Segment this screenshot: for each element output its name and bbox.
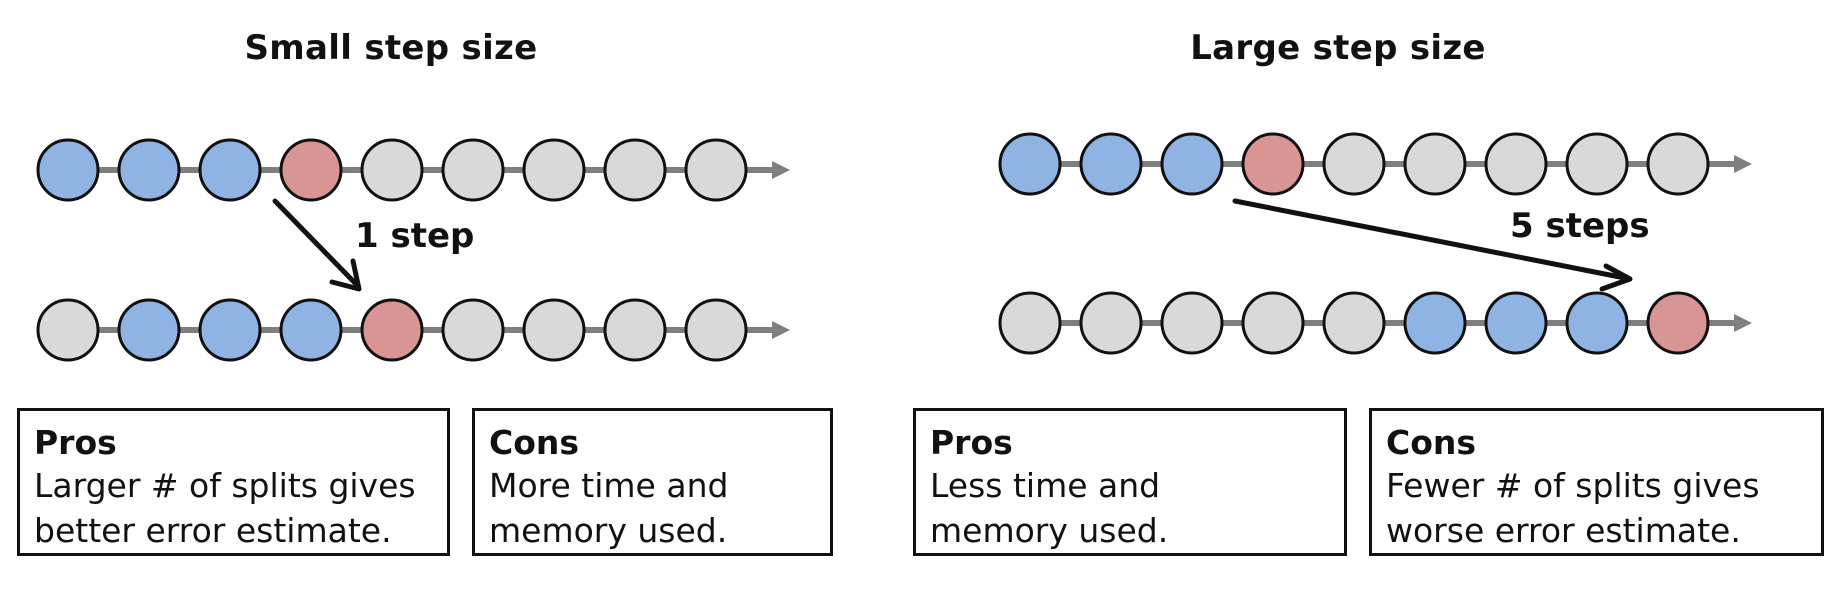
right-top-fold-6-grey (1403, 132, 1467, 196)
left-pros-title: Pros (34, 423, 117, 462)
right-bottom-fold-3-grey (1160, 291, 1224, 355)
left-pros-line-1: Larger # of splits gives (34, 466, 416, 505)
right-top-fold-row (998, 132, 1710, 196)
left-top-fold-row (36, 138, 748, 202)
left-bottom-fold-6-grey (441, 298, 505, 362)
right-cons-line-1: Fewer # of splits gives (1386, 466, 1760, 505)
right-pros-line-1: Less time and (930, 466, 1161, 505)
left-pros-line-2: better error estimate. (34, 511, 392, 550)
left-step-arrow (272, 198, 362, 292)
right-cons-title: Cons (1386, 423, 1477, 462)
right-bottom-fold-8-blue (1565, 291, 1629, 355)
right-bottom-fold-1-grey (998, 291, 1062, 355)
left-bottom-fold-8-grey (603, 298, 667, 362)
right-bottom-fold-4-grey (1241, 291, 1305, 355)
left-step-label: 1 step (355, 216, 475, 256)
right-pros-line-2: memory used. (930, 511, 1169, 550)
right-bottom-fold-5-grey (1322, 291, 1386, 355)
right-top-fold-1-blue (998, 132, 1062, 196)
right-step-label: 5 steps (1510, 206, 1650, 246)
left-panel-title: Small step size (244, 28, 538, 68)
left-cons-title: Cons (489, 423, 580, 462)
left-top-fold-6-grey (441, 138, 505, 202)
left-pros-box: Pros Larger # of splits gives better err… (17, 408, 450, 556)
left-bottom-fold-row (36, 298, 748, 362)
right-bottom-fold-9-red (1646, 291, 1710, 355)
right-cons-line-2: worse error estimate. (1386, 511, 1741, 550)
left-cons-line-2: memory used. (489, 511, 728, 550)
right-panel-title: Large step size (1190, 28, 1486, 68)
right-top-fold-7-grey (1484, 132, 1548, 196)
right-pros-title: Pros (930, 423, 1013, 462)
right-bottom-fold-row (998, 291, 1710, 355)
left-bottom-fold-1-grey (36, 298, 100, 362)
right-top-fold-5-grey (1322, 132, 1386, 196)
left-top-fold-4-red (279, 138, 343, 202)
left-cons-box: Cons More time and memory used. (472, 408, 833, 556)
right-top-fold-4-red (1241, 132, 1305, 196)
right-top-fold-9-grey (1646, 132, 1710, 196)
right-pros-box: Pros Less time and memory used. (913, 408, 1347, 556)
left-top-fold-2-blue (117, 138, 181, 202)
left-bottom-fold-3-blue (198, 298, 262, 362)
right-step-arrow (1232, 198, 1633, 292)
left-cons-line-1: More time and (489, 466, 729, 505)
right-bottom-fold-6-blue (1403, 291, 1467, 355)
left-top-fold-8-grey (603, 138, 667, 202)
left-bottom-fold-7-grey (522, 298, 586, 362)
left-top-fold-9-grey (684, 138, 748, 202)
left-top-fold-7-grey (522, 138, 586, 202)
left-bottom-fold-4-blue (279, 298, 343, 362)
right-cons-box: Cons Fewer # of splits gives worse error… (1369, 408, 1824, 556)
left-bottom-fold-2-blue (117, 298, 181, 362)
left-top-fold-5-grey (360, 138, 424, 202)
right-top-fold-8-grey (1565, 132, 1629, 196)
right-top-fold-2-blue (1079, 132, 1143, 196)
right-top-fold-3-blue (1160, 132, 1224, 196)
left-top-fold-1-blue (36, 138, 100, 202)
left-bottom-fold-5-red (360, 298, 424, 362)
left-bottom-fold-9-grey (684, 298, 748, 362)
right-bottom-fold-7-blue (1484, 291, 1548, 355)
right-bottom-fold-2-grey (1079, 291, 1143, 355)
left-top-fold-3-blue (198, 138, 262, 202)
